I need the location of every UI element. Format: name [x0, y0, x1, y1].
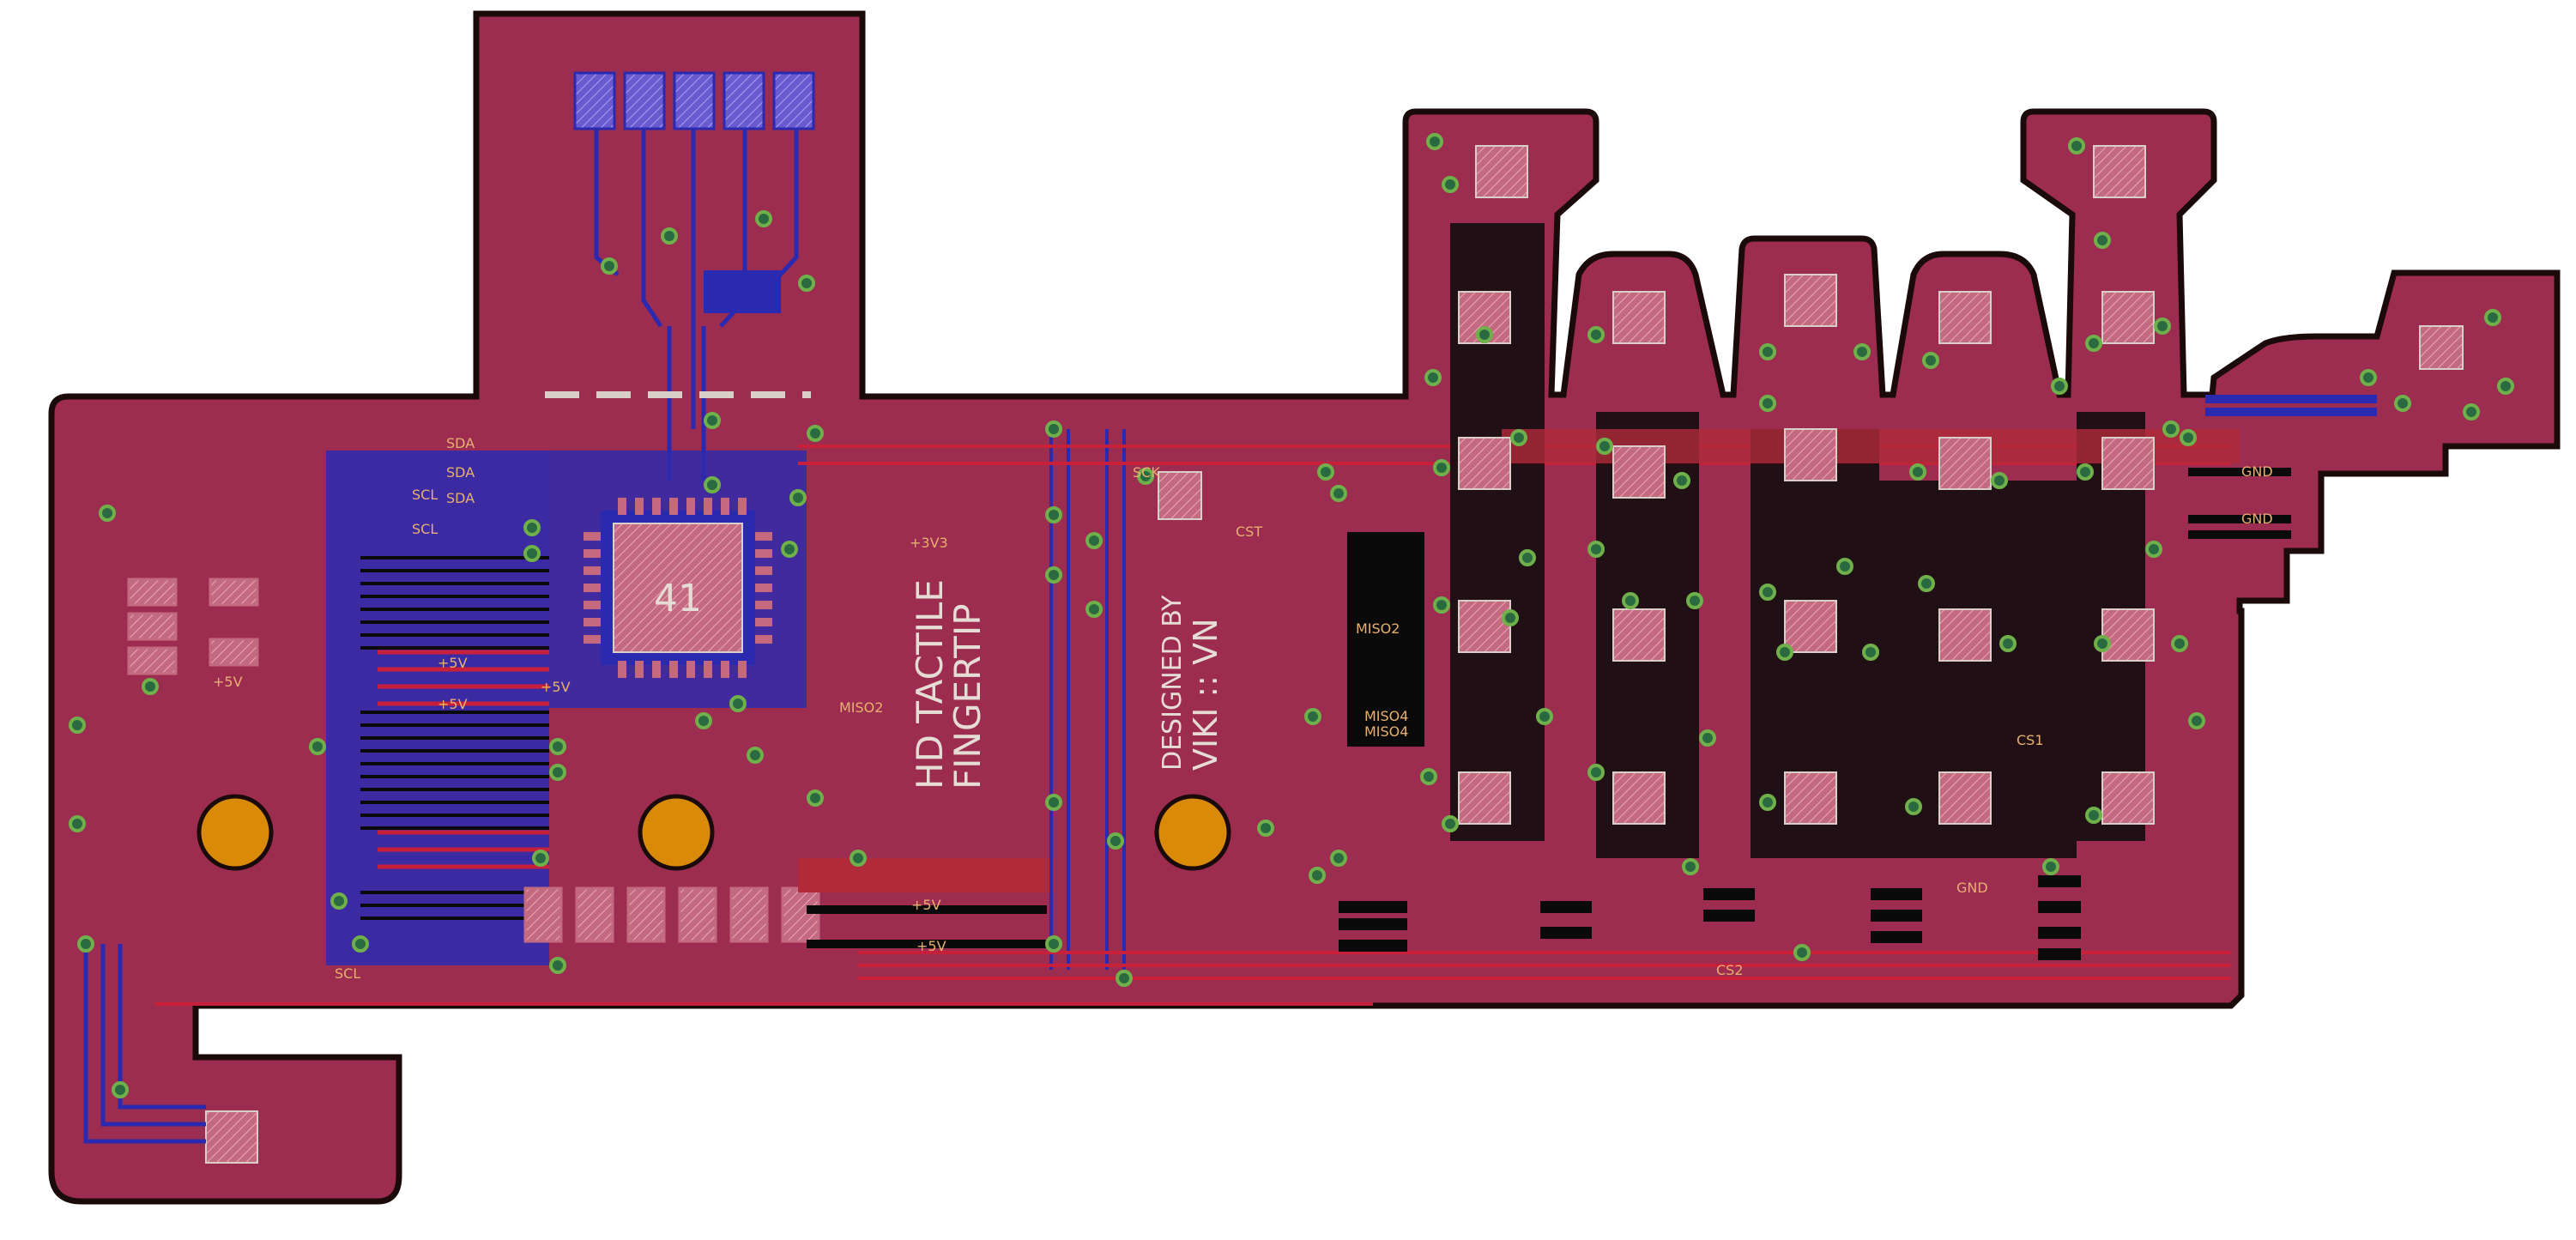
top-connector-ic [704, 270, 781, 313]
net-labels: +5V +5V +5V +5V +5V +5V +3V3 SDA SDA SDA… [213, 435, 2273, 982]
net-label-miso2: MISO2 [1356, 620, 1400, 637]
mounting-holes [197, 794, 1231, 871]
bottom-copper-pour-left [326, 451, 549, 965]
mcu-chip [584, 498, 772, 678]
net-label-p3v3: +3V3 [910, 535, 948, 551]
net-label-cst: CST [1236, 523, 1262, 540]
net-label-miso4: MISO4 [1364, 723, 1408, 740]
net-label-sda: SDA [446, 490, 475, 506]
net-label-sda: SDA [446, 435, 475, 451]
top-connector-pads [573, 71, 815, 130]
board-title-line1: HD TACTILE [909, 579, 951, 789]
trace-center-bus [1049, 429, 1126, 970]
board-credit-line2: VIKI :: VN [1187, 618, 1225, 771]
net-label-cs1: CS1 [2017, 732, 2044, 748]
net-label-cs2: CS2 [1716, 962, 1744, 978]
net-label-gnd: GND [1956, 880, 1988, 896]
vias [69, 133, 2514, 1098]
board-credit-line1: DESIGNED BY [1158, 595, 1188, 771]
power-rail-bottom [798, 858, 1055, 948]
net-label-scl: SCL [335, 965, 360, 982]
net-label-sda: SDA [446, 464, 475, 481]
net-label-miso4: MISO4 [1364, 708, 1408, 724]
mcu-marking: 41 [654, 577, 702, 620]
net-label-scl: SCL [412, 521, 438, 537]
board-outline [48, 10, 2561, 1205]
net-label-p5v: +5V [916, 938, 946, 954]
board-credit: DESIGNED BY VIKI :: VN [1158, 595, 1225, 771]
net-label-sck: SCK [1133, 464, 1160, 481]
net-label-miso2: MISO2 [839, 699, 883, 716]
net-label-scl: SCL [412, 487, 438, 503]
net-label-p5v: +5V [438, 696, 468, 712]
board-title-line2: FINGERTIP [946, 603, 989, 789]
net-label-p5v: +5V [438, 655, 468, 671]
bottom-connector-pads [523, 886, 820, 943]
trace-red-left [378, 650, 549, 869]
corner-sensor [83, 944, 258, 1164]
trace-bus-left [360, 556, 549, 920]
net-label-p5v: +5V [911, 897, 941, 913]
net-label-gnd: GND [2241, 463, 2273, 480]
trace-right-extension [2188, 395, 2377, 539]
net-label-p5v: +5V [541, 679, 571, 695]
power-input-pads [127, 578, 259, 675]
bottom-passives [1339, 875, 2081, 960]
net-label-p5v: +5V [213, 674, 243, 690]
net-label-gnd: GND [2241, 511, 2273, 527]
sensor-ics [1158, 145, 2464, 825]
board-title: HD TACTILE FINGERTIP [909, 579, 989, 789]
